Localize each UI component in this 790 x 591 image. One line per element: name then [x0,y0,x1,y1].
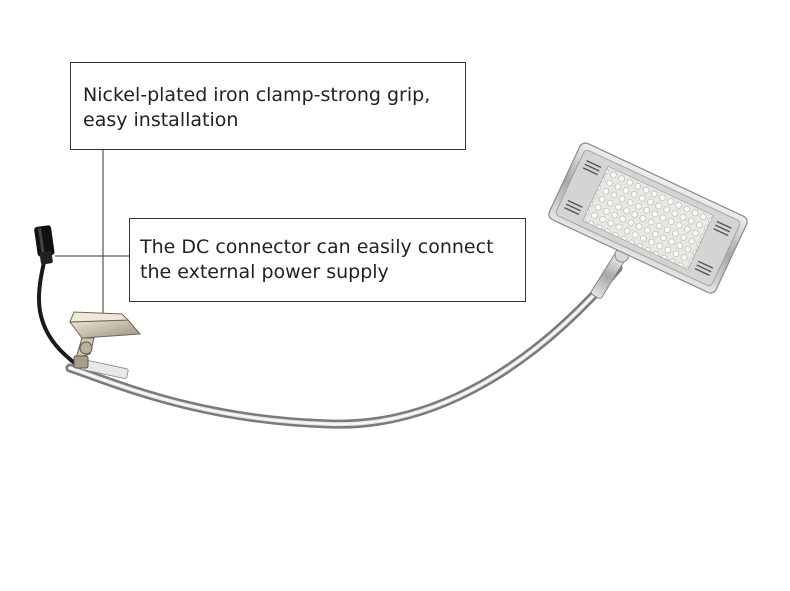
vent-left [564,159,602,216]
callout-dc-line1: The DC connector can easily connect [140,236,494,258]
dc-connector [34,225,55,265]
callout-clamp-line1: Nickel-plated iron clamp-strong grip, [83,84,431,106]
callout-clamp: Nickel-plated iron clamp-strong grip, ea… [70,62,466,150]
callout-dc-line2: the external power supply [140,261,389,283]
callout-dc-connector: The DC connector can easily connect the … [129,218,526,302]
callout-clamp-line2: easy installation [83,109,239,131]
led-array [582,165,714,271]
vent-right [694,220,732,277]
nickel-clamp [69,311,142,369]
led-lamp-head [548,142,748,294]
